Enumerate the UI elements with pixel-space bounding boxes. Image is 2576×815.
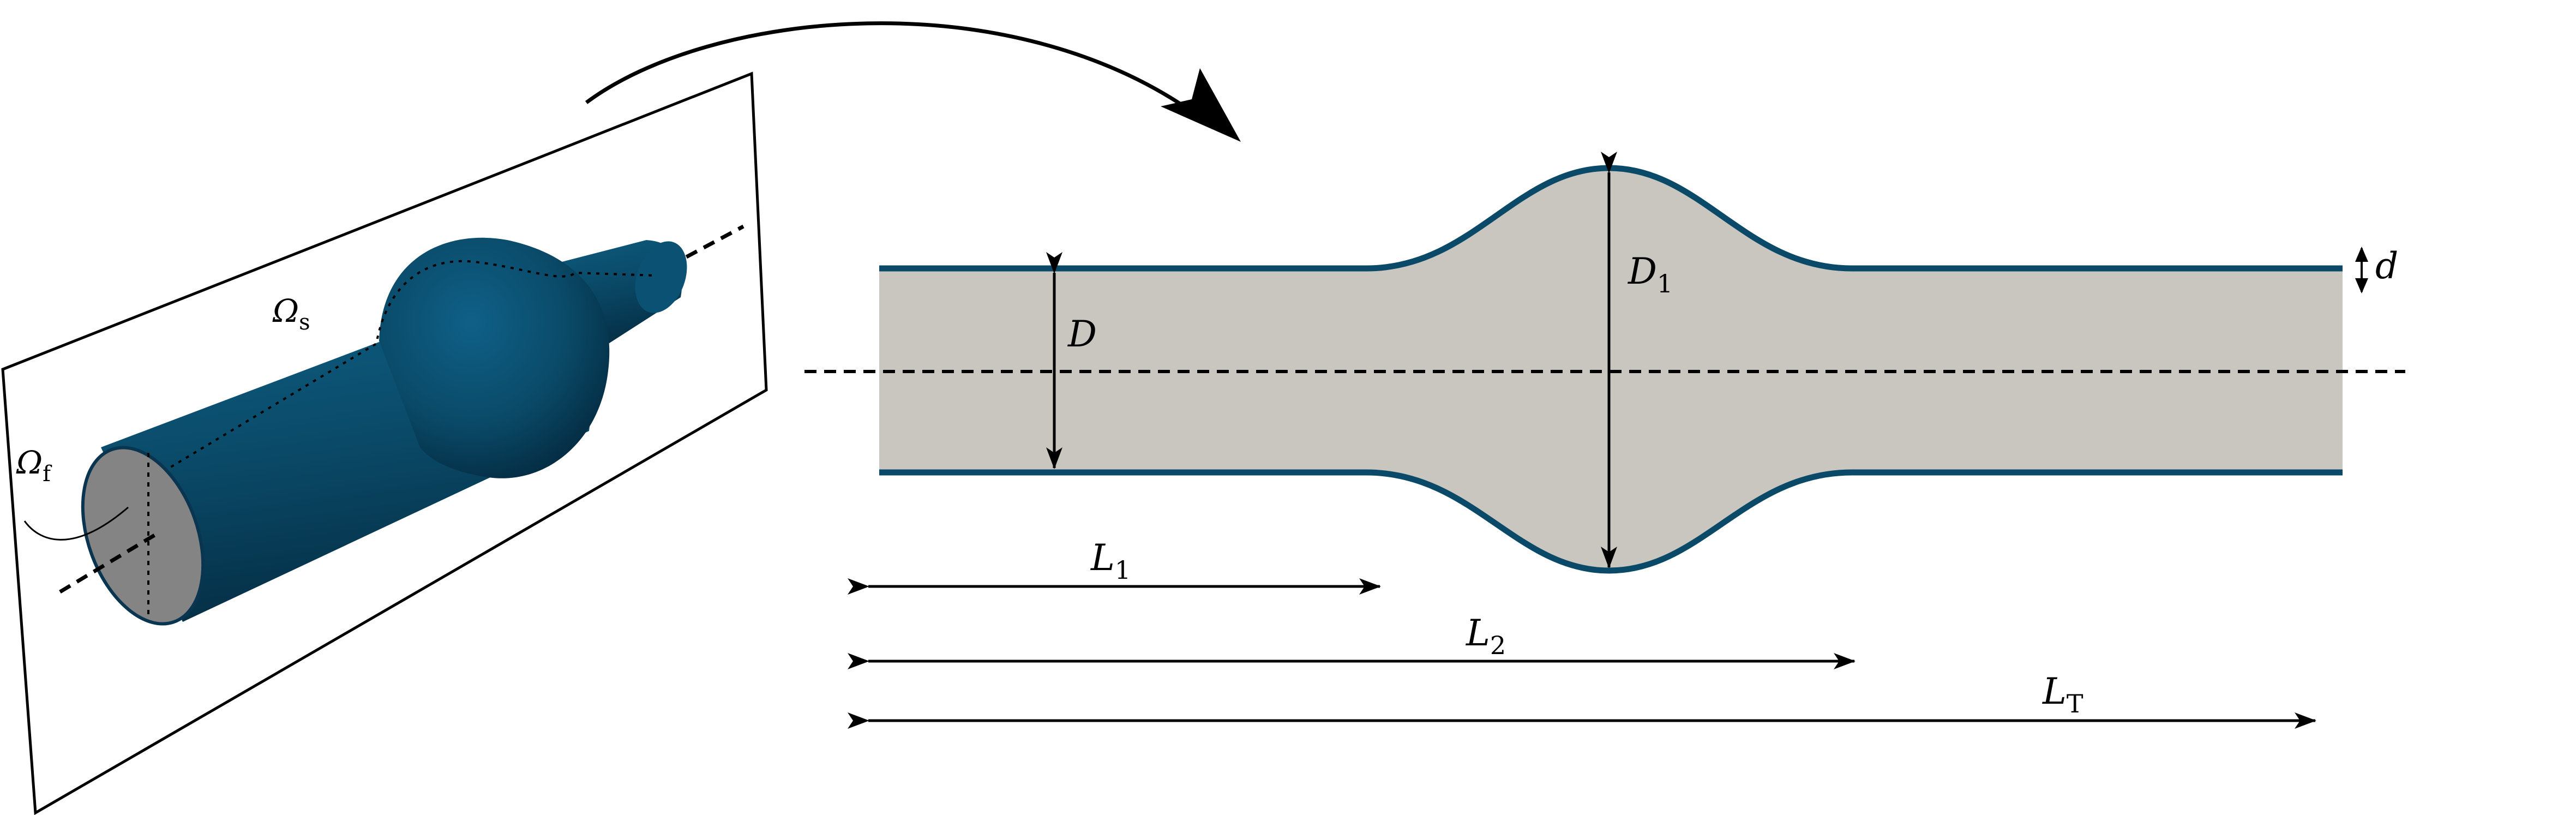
d-arrow-bottom [2355,278,2368,293]
omega-f-label: Ωf [16,444,52,487]
bottom-wall [879,469,2343,574]
fluid-domain [879,168,2343,571]
aneurysm-bulb [379,237,610,478]
D-label: D [1067,313,1097,355]
d-arrow-top [2355,247,2368,262]
symmetry-plane [1,71,768,815]
projection-arrow [585,21,1202,119]
distal-tube-end [635,241,687,313]
projection-arrowhead [1161,68,1241,142]
omega-f-leader [23,506,129,541]
inlet-cross-section [81,446,205,626]
L2-label: L2 [1466,612,1506,660]
3d-view: Ωs Ωf [1,71,768,815]
omega-s-label: Ωs [272,292,310,335]
axis-line-3d-right [651,224,744,278]
LT-label: LT [2042,670,2083,718]
L1-label: L1 [1090,537,1131,585]
D1-label: D1 [1628,250,1673,298]
2d-section: D D1 d L1 L2 LT [804,152,2405,729]
vessel-centerline [103,260,655,508]
d-label: d [2375,245,2398,287]
